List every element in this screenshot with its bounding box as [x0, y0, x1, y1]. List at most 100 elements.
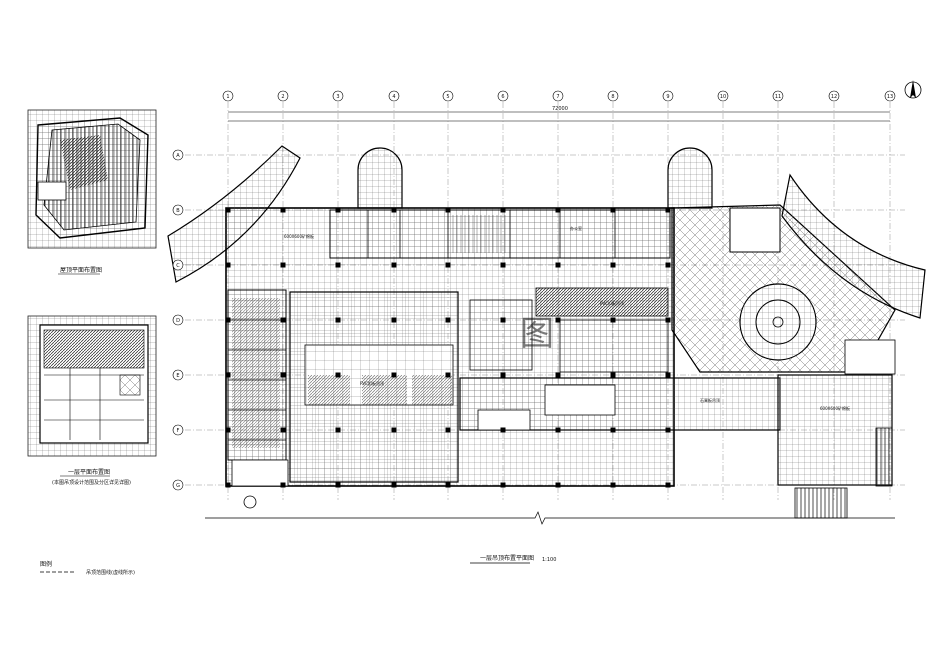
- key-plan-2-subcaption: (本图吊顶设计范围及分区详见详图): [52, 479, 131, 486]
- column: [500, 262, 506, 268]
- column: [500, 427, 506, 433]
- label-grid-1: 600X600矿棉板: [284, 233, 314, 239]
- key-plan-2-caption: 一层平面布置图: [68, 468, 110, 476]
- key-plan-floor: [27, 315, 157, 457]
- axis-label: D: [176, 318, 180, 324]
- column: [500, 482, 506, 488]
- column: [280, 207, 286, 213]
- column: [500, 317, 506, 323]
- column: [335, 207, 341, 213]
- column: [555, 262, 561, 268]
- axis-bubble: [717, 90, 729, 102]
- label-grid-2: 600X600矿棉板: [820, 405, 850, 411]
- total-dimension: 72000: [552, 106, 568, 112]
- column: [665, 262, 671, 268]
- axis-bubble: [172, 479, 184, 491]
- column: [225, 427, 231, 433]
- axis-bubble: [172, 369, 184, 381]
- column: [665, 482, 671, 488]
- axis-label: 10: [720, 94, 726, 100]
- column: [335, 482, 341, 488]
- axis-label: G: [176, 483, 180, 489]
- axis-bubble: [662, 90, 674, 102]
- column: [610, 482, 616, 488]
- label-pvc-1: PVC扣板吊顶: [360, 380, 384, 386]
- column: [500, 372, 506, 378]
- column: [555, 372, 561, 378]
- axis-bubble: [772, 90, 784, 102]
- column: [280, 262, 286, 268]
- column: [280, 482, 286, 488]
- column: [225, 372, 231, 378]
- column: [391, 317, 397, 323]
- column: [391, 427, 397, 433]
- column: [280, 427, 286, 433]
- axis-label: E: [176, 373, 179, 379]
- column: [555, 317, 561, 323]
- column: [610, 317, 616, 323]
- column: [335, 262, 341, 268]
- column: [500, 207, 506, 213]
- column: [391, 207, 397, 213]
- column: [665, 207, 671, 213]
- column: [555, 482, 561, 488]
- column: [445, 262, 451, 268]
- label-room-1: 办公室: [570, 225, 582, 231]
- column: [610, 372, 616, 378]
- label-pvc-2: PVC扣板吊顶: [600, 300, 624, 306]
- axis-bubble: [172, 204, 184, 216]
- axis-bubble: [172, 149, 184, 161]
- axis-label: 3: [336, 94, 339, 100]
- legend-text: 吊顶范围线(虚线所示): [86, 569, 135, 576]
- axis-label: 11: [775, 94, 781, 100]
- axis-label: 2: [281, 94, 284, 100]
- axis-label: 1: [226, 94, 229, 100]
- north-arrow-icon: [904, 80, 922, 99]
- column: [610, 262, 616, 268]
- column: [445, 372, 451, 378]
- legend-title: 图例: [40, 560, 52, 568]
- axis-bubble: [828, 90, 840, 102]
- axis-label: 13: [887, 94, 893, 100]
- column: [610, 207, 616, 213]
- label-gypsum-1: 石膏板吊顶: [700, 397, 720, 403]
- watermark: 图: [520, 314, 554, 354]
- column: [335, 317, 341, 323]
- key-plan-1-caption: 屋顶平面布置图: [60, 266, 102, 274]
- axis-label: 7: [556, 94, 559, 100]
- axis-bubble: [884, 90, 896, 102]
- main-floor-plan: 72000: [167, 102, 926, 519]
- column: [445, 207, 451, 213]
- column: [335, 427, 341, 433]
- column: [280, 372, 286, 378]
- column: [555, 427, 561, 433]
- axis-bubble: [497, 90, 509, 102]
- column: [555, 207, 561, 213]
- axis-label: 9: [666, 94, 669, 100]
- column: [335, 372, 341, 378]
- column: [665, 317, 671, 323]
- column: [280, 317, 286, 323]
- axis-bubble: [607, 90, 619, 102]
- column: [610, 427, 616, 433]
- axis-label: 6: [501, 94, 504, 100]
- axis-bubble: [222, 90, 234, 102]
- column: [445, 317, 451, 323]
- column: [225, 207, 231, 213]
- axis-label: A: [176, 153, 180, 159]
- column: [391, 372, 397, 378]
- column: [225, 262, 231, 268]
- axis-label: 12: [831, 94, 837, 100]
- column: [665, 372, 671, 378]
- main-plan-caption: 一层吊顶布置平面图: [480, 554, 534, 562]
- main-plan-scale: 1:100: [542, 557, 556, 563]
- column: [445, 427, 451, 433]
- axis-bubble: [442, 90, 454, 102]
- axis-label: B: [176, 208, 180, 214]
- axis-bubble: [388, 90, 400, 102]
- column: [391, 482, 397, 488]
- axis-label: C: [176, 263, 180, 269]
- axis-label: F: [177, 428, 180, 434]
